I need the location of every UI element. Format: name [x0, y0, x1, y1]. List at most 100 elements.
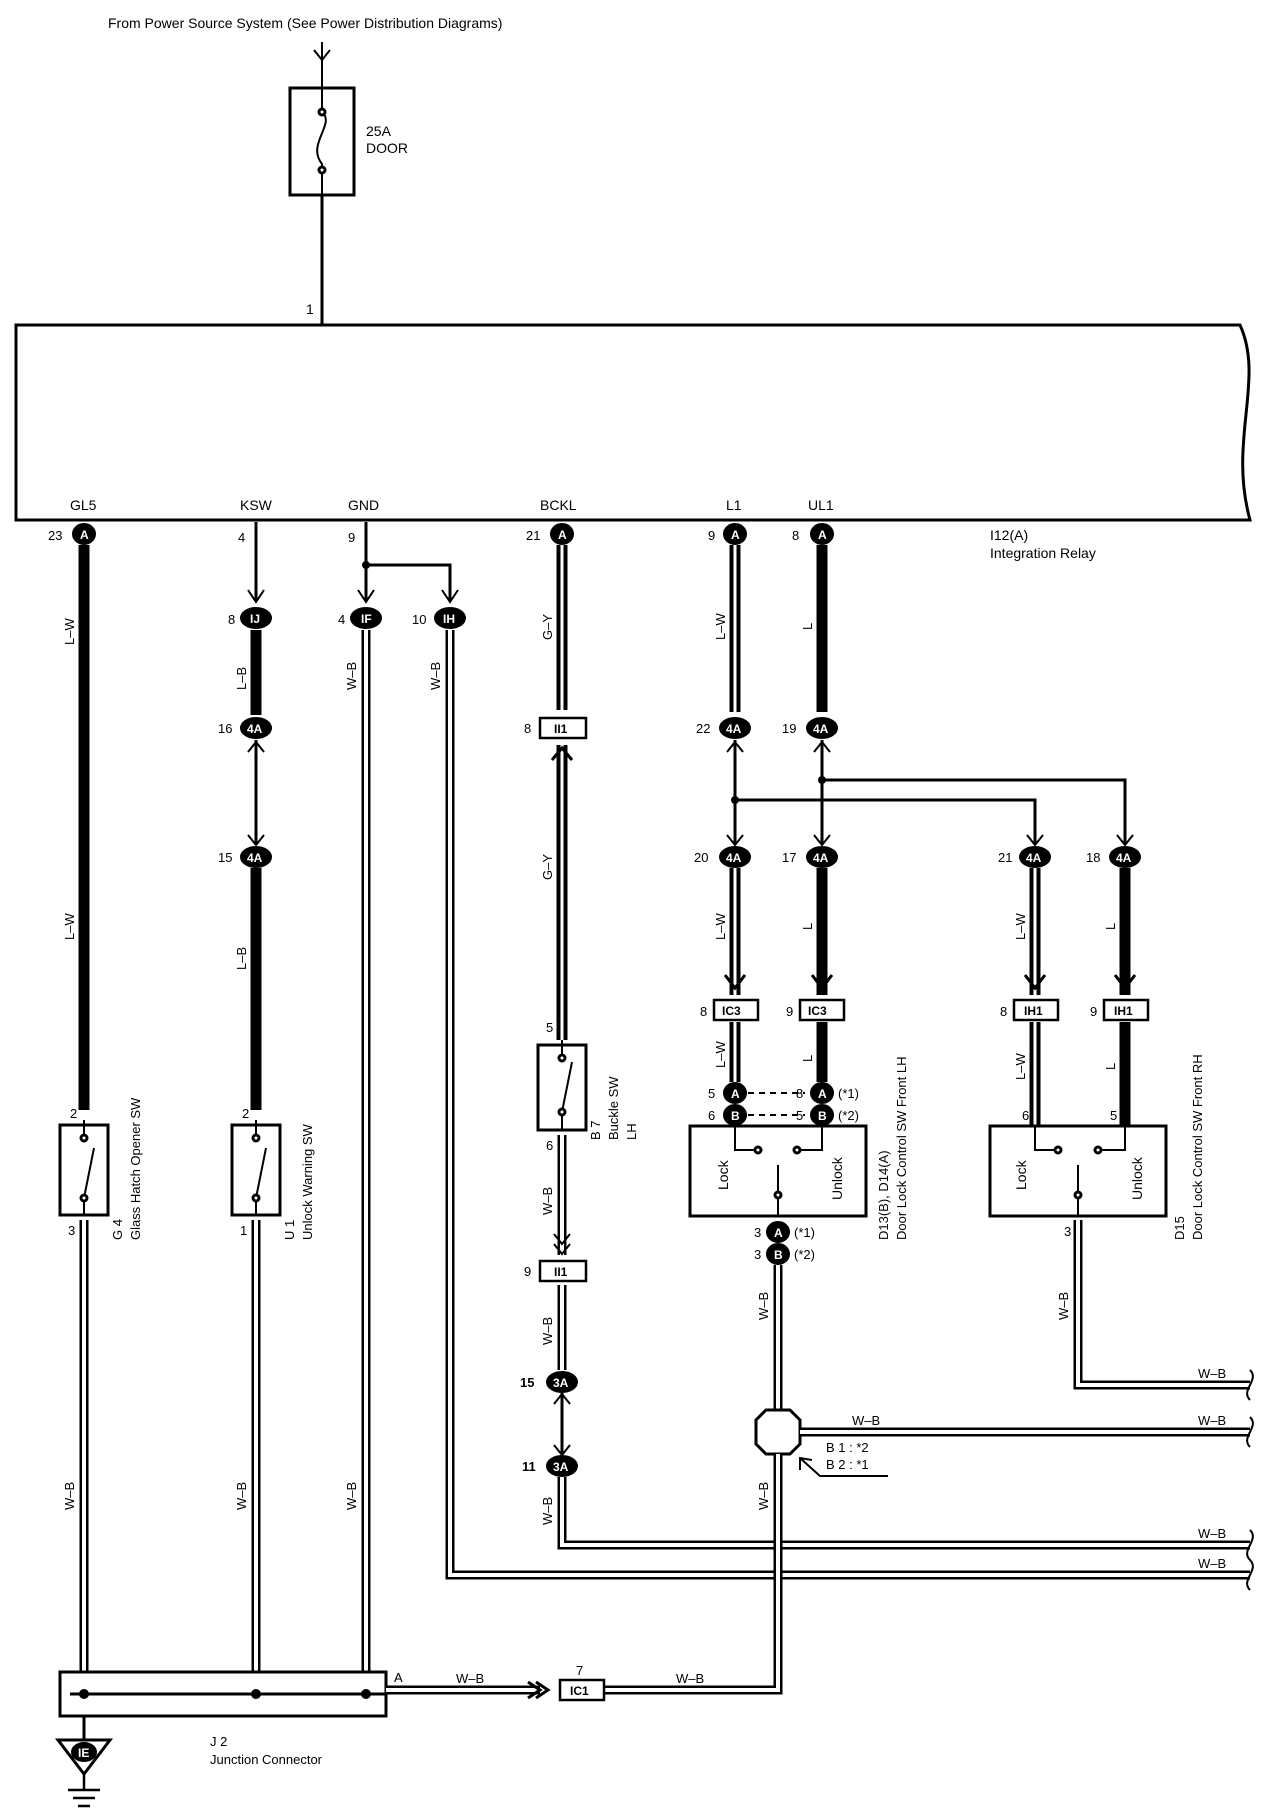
- svg-text:21: 21: [998, 850, 1012, 865]
- svg-text:4: 4: [238, 530, 245, 545]
- svg-text:8: 8: [228, 612, 235, 627]
- splice-b1: B 1 : *2: [826, 1440, 869, 1455]
- terminal-ksw: KSW: [240, 497, 273, 513]
- svg-text:5: 5: [1110, 1108, 1117, 1123]
- g4-id: G 4: [110, 1219, 125, 1240]
- svg-text:G–Y: G–Y: [540, 854, 555, 880]
- d15-id: D15: [1172, 1216, 1187, 1240]
- svg-text:9: 9: [1090, 1004, 1097, 1019]
- b7-side: LH: [624, 1123, 639, 1140]
- svg-text:A: A: [818, 1087, 827, 1101]
- svg-text:3: 3: [1064, 1224, 1071, 1239]
- svg-text:B: B: [818, 1109, 827, 1123]
- svg-text:L: L: [1103, 1063, 1118, 1070]
- b7-id: B 7: [588, 1120, 603, 1140]
- svg-text:IH1: IH1: [1024, 1004, 1043, 1018]
- svg-text:B: B: [774, 1248, 783, 1262]
- svg-text:W–B: W–B: [62, 1482, 77, 1510]
- svg-text:W–B: W–B: [234, 1482, 249, 1510]
- svg-text:3A: 3A: [553, 1460, 569, 1474]
- svg-text:L–W: L–W: [62, 913, 77, 940]
- svg-text:7: 7: [576, 1663, 583, 1678]
- conn-ih1-9: IH1: [1102, 998, 1150, 1022]
- svg-text:9: 9: [708, 528, 715, 543]
- conn-ic1: IC1: [558, 1678, 606, 1702]
- svg-text:22: 22: [696, 721, 710, 736]
- svg-text:W–B: W–B: [540, 1317, 555, 1345]
- splice-b2: B 2 : *1: [826, 1457, 869, 1472]
- svg-text:IC3: IC3: [808, 1004, 827, 1018]
- svg-text:A: A: [731, 1087, 740, 1101]
- feed-arrow-icon: [313, 49, 331, 62]
- svg-text:9: 9: [524, 1264, 531, 1279]
- svg-text:(*1): (*1): [794, 1225, 815, 1240]
- conn-4a-16: 4A: [240, 717, 272, 739]
- conn-ij: IJ: [240, 607, 272, 629]
- conn-ii1-9: II1: [538, 1259, 588, 1283]
- svg-text:W–B: W–B: [344, 662, 359, 690]
- svg-text:3: 3: [754, 1247, 761, 1262]
- svg-text:IJ: IJ: [250, 612, 260, 626]
- d14-conn-b-3: B: [766, 1243, 790, 1265]
- svg-text:L–B: L–B: [234, 667, 249, 690]
- conn-if: IF: [350, 607, 382, 629]
- conn-ih1-8: IH1: [1012, 998, 1060, 1022]
- b7-name: Buckle SW: [606, 1076, 621, 1140]
- svg-text:21: 21: [526, 528, 540, 543]
- svg-text:2: 2: [242, 1106, 249, 1121]
- d15-lock-label: Lock: [1013, 1159, 1029, 1190]
- terminal-l1: L1: [726, 497, 742, 513]
- d15-name: Door Lock Control SW Front RH: [1190, 1054, 1205, 1240]
- svg-text:L–W: L–W: [1013, 1053, 1028, 1080]
- svg-text:10: 10: [412, 612, 426, 627]
- svg-text:W–B: W–B: [1198, 1526, 1226, 1541]
- d13-conn-b-6: B: [723, 1104, 747, 1126]
- d15-unlock-label: Unlock: [1129, 1156, 1145, 1200]
- fuse-pin: 1: [306, 301, 314, 317]
- terminal-gnd: GND: [348, 497, 379, 513]
- d13-unlock-label: Unlock: [829, 1156, 845, 1200]
- svg-text:W–B: W–B: [1198, 1413, 1226, 1428]
- svg-text:20: 20: [694, 850, 708, 865]
- svg-text:4A: 4A: [813, 722, 829, 736]
- d13-id: D13(B), D14(A): [876, 1150, 891, 1240]
- svg-text:4A: 4A: [1026, 851, 1042, 865]
- svg-text:17: 17: [782, 850, 796, 865]
- terminal-gl5: GL5: [70, 497, 97, 513]
- conn-3a-11: 3A: [546, 1455, 578, 1477]
- svg-text:5: 5: [796, 1108, 803, 1123]
- svg-text:W–B: W–B: [1198, 1556, 1226, 1571]
- svg-text:A: A: [818, 528, 827, 542]
- svg-text:8: 8: [796, 1086, 803, 1101]
- svg-text:4A: 4A: [726, 722, 742, 736]
- svg-text:4A: 4A: [726, 851, 742, 865]
- svg-text:IC1: IC1: [570, 1684, 589, 1698]
- pointer-arrow-icon: [799, 1456, 813, 1470]
- svg-text:9: 9: [786, 1004, 793, 1019]
- svg-text:4: 4: [338, 612, 345, 627]
- svg-text:II1: II1: [554, 1265, 568, 1279]
- svg-text:(*2): (*2): [794, 1247, 815, 1262]
- conn-ic3-8: IC3: [712, 998, 760, 1022]
- svg-text:18: 18: [1086, 850, 1100, 865]
- svg-text:4A: 4A: [247, 722, 263, 736]
- svg-text:W–B: W–B: [540, 1187, 555, 1215]
- svg-text:W–B: W–B: [676, 1671, 704, 1686]
- svg-text:L: L: [1103, 923, 1118, 930]
- relay-conn-ul1: A: [810, 523, 834, 545]
- terminal-ul1: UL1: [808, 497, 834, 513]
- d13-lock-label: Lock: [715, 1159, 731, 1190]
- conn-4a-22: 4A: [719, 717, 751, 739]
- svg-text:W–B: W–B: [852, 1413, 880, 1428]
- svg-text:W–B: W–B: [756, 1482, 771, 1510]
- svg-text:8: 8: [1000, 1004, 1007, 1019]
- j2-name: Junction Connector: [210, 1752, 323, 1767]
- svg-text:W–B: W–B: [428, 662, 443, 690]
- d14-conn-a-8: A: [810, 1082, 834, 1104]
- svg-text:5: 5: [546, 1020, 553, 1035]
- svg-text:11: 11: [522, 1459, 536, 1474]
- svg-text:B: B: [731, 1109, 740, 1123]
- svg-text:4A: 4A: [813, 851, 829, 865]
- svg-text:19: 19: [782, 721, 796, 736]
- svg-text:23: 23: [48, 528, 62, 543]
